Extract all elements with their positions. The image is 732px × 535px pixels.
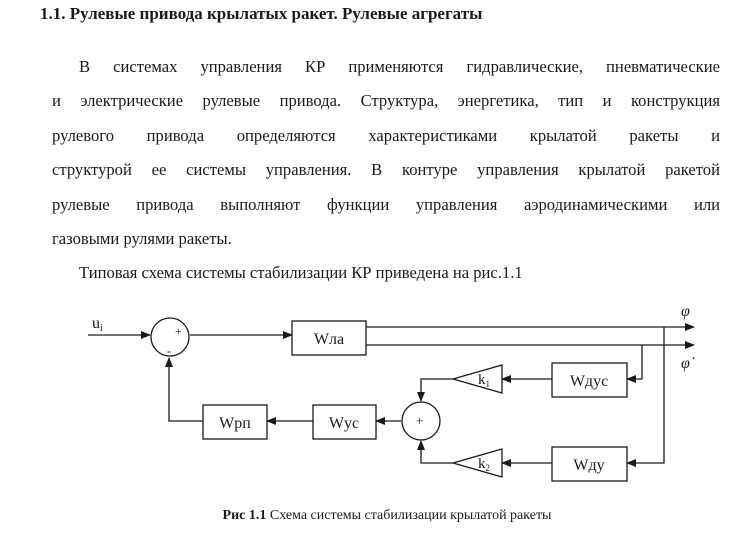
gain-k2-label: k2 — [478, 456, 490, 473]
sum1-minus-sign: - — [167, 343, 171, 358]
input-label: ui — [92, 315, 103, 334]
wrp-to-sum1-line — [165, 357, 203, 422]
paragraph-line: структурой ее системы управления. В конт… — [52, 160, 720, 180]
paragraph-line: рулевые привода выполняют функции управл… — [52, 194, 720, 214]
block-wla — [291, 320, 367, 356]
block-wdu — [551, 446, 628, 482]
block-wrp — [202, 404, 268, 440]
block-wla-label: Wла — [314, 331, 344, 348]
block-wus — [312, 404, 377, 440]
gain-k2-triangle — [450, 448, 503, 478]
paragraph-line: и электрические рулевые привода. Структу… — [52, 91, 720, 111]
summing-junction-1 — [150, 317, 190, 357]
figure-intro-text: Типовая схема системы стабилизации КР пр… — [79, 263, 523, 282]
k1-to-sum2-line — [417, 378, 453, 402]
gain-k1-label: k1 — [478, 372, 490, 389]
block-wdus-label: Wдус — [570, 373, 608, 390]
figure-caption-label: Рис 1.1 — [222, 508, 267, 523]
figure-caption-text: Схема системы стабилизации крылатой раке… — [266, 508, 552, 523]
body-paragraph: В системах управления КР применяются гид… — [52, 50, 720, 256]
block-wdu-label: Wду — [573, 457, 604, 474]
paragraph-line: рулевого привода определяются характерис… — [52, 125, 720, 145]
phi-dot-output-label: φ̇ — [681, 355, 695, 372]
summing-junction-2 — [401, 401, 441, 441]
block-wrp-label: Wрп — [219, 415, 251, 432]
phi-dot-to-wdus-line — [626, 345, 643, 383]
figure-caption: Рис 1.1 Схема системы стабилизации крыла… — [0, 508, 732, 524]
sum1-plus-sign: + — [175, 324, 182, 338]
gain-k1-triangle — [450, 364, 503, 394]
section-heading: 1.1. Рулевые привода крылатых ракет. Рул… — [40, 4, 483, 23]
phi-output-label: φ — [681, 303, 690, 320]
paragraph-line: В системах управления КР применяются гид… — [79, 57, 720, 76]
sum2-plus-sign: + — [416, 413, 423, 428]
phi-to-wdu-line — [626, 327, 665, 467]
block-wus-label: Wус — [329, 415, 359, 432]
paragraph-line: газовыми рулями ракеты. — [52, 228, 232, 248]
k2-to-sum2-line — [417, 440, 453, 464]
block-wdus — [551, 362, 628, 398]
